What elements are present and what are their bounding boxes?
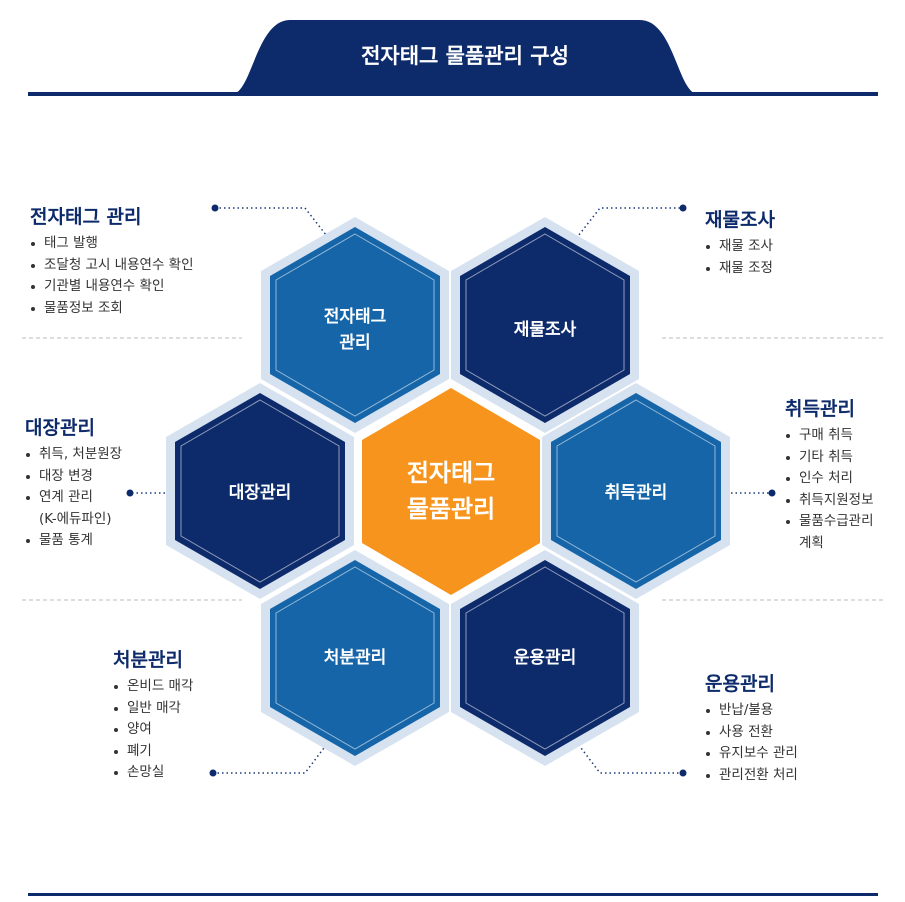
hex-acquisition (542, 383, 730, 599)
panel-disposal-item: 폐기 (113, 741, 193, 763)
panel-inspection: 재물조사 재물 조사 재물 조정 (705, 205, 775, 279)
panel-disposal-list: 온비드 매각 일반 매각 양여 폐기 손망실 (113, 676, 193, 784)
panel-inspection-list: 재물 조사 재물 조정 (705, 236, 775, 279)
panel-disposal-item: 손망실 (113, 762, 193, 784)
connector-inspection (574, 207, 680, 241)
page-title: 전자태그 물품관리 구성 (361, 44, 569, 68)
panel-rfid-list: 태그 발행 조달청 고시 내용연수 확인 기관별 내용연수 확인 물품정보 조회 (30, 233, 194, 319)
panel-operation-item: 사용 전환 (705, 722, 798, 744)
hex-label-acquisition: 취득관리 (604, 483, 668, 503)
hex-label-center: 전자태그 물품관리 (406, 459, 496, 523)
panel-disposal-item: 양여 (113, 719, 193, 741)
connector-dot-disposal (209, 769, 217, 777)
panel-inspection-item: 재물 조사 (705, 236, 775, 258)
panel-operation-title: 운용관리 (705, 673, 775, 695)
panel-acquisition: 취득관리 구매 취득 기타 취득 인수 처리 취득지원정보 물품수급관리 계획 (785, 394, 874, 554)
panel-ledger-item: 대장 변경 (25, 466, 122, 488)
panel-operation-item: 반납/불용 (705, 700, 798, 722)
panel-ledger-item: (K-에듀파인) (39, 510, 112, 527)
connector-dot-acquisition (768, 489, 776, 497)
connector-dot-rfid (211, 204, 219, 212)
panel-rfid-item: 조달청 고시 내용연수 확인 (30, 255, 194, 277)
panel-operation: 운용관리 반납/불용 사용 전환 유지보수 관리 관리전환 처리 (705, 669, 798, 786)
connector-disposal (213, 739, 331, 774)
panel-ledger-item: 연계 관리 (25, 487, 122, 509)
panel-ledger: 대장관리 취득, 처분원장 대장 변경 연계 관리 (K-에듀파인) 물품 통계 (25, 413, 122, 552)
header-rule (28, 92, 878, 96)
panel-acquisition-item: 인수 처리 (785, 468, 874, 490)
panel-acquisition-list: 구매 취득 기타 취득 인수 처리 취득지원정보 물품수급관리 계획 (785, 425, 874, 554)
hex-rfid (261, 217, 449, 433)
panel-rfid-item: 물품정보 조회 (30, 298, 194, 320)
panel-rfid-item: 기관별 내용연수 확인 (30, 276, 194, 298)
panel-inspection-title: 재물조사 (705, 209, 775, 231)
panel-inspection-item: 재물 조정 (705, 258, 775, 280)
connector-dot-inspection (679, 204, 687, 212)
hex-operation (451, 550, 639, 766)
panel-rfid-title: 전자태그 관리 (30, 206, 142, 228)
hex-label-operation: 운용관리 (513, 648, 577, 668)
panel-ledger-item: 물품 통계 (25, 530, 122, 552)
panel-operation-item: 유지보수 관리 (705, 743, 798, 765)
panel-acquisition-title: 취득관리 (785, 398, 855, 420)
panel-operation-list: 반납/불용 사용 전환 유지보수 관리 관리전환 처리 (705, 700, 798, 786)
hex-center (362, 388, 540, 595)
panel-disposal-item: 일반 매각 (113, 698, 193, 720)
footer-rule (28, 893, 878, 896)
connector-dot-operation (679, 769, 687, 777)
hex-label-inspection: 재물조사 (513, 320, 577, 340)
panel-acquisition-item: 계획 (799, 534, 824, 551)
panel-ledger-item: 취득, 처분원장 (25, 444, 122, 466)
panel-operation-item: 관리전환 처리 (705, 765, 798, 787)
panel-disposal-item: 온비드 매각 (113, 676, 193, 698)
panel-ledger-list: 취득, 처분원장 대장 변경 연계 관리 (K-에듀파인) 물품 통계 (25, 444, 122, 552)
hex-label-rfid: 전자태그 관리 (323, 307, 387, 353)
panel-ledger-title: 대장관리 (25, 417, 95, 439)
connector-dot-ledger (126, 489, 134, 497)
panel-acquisition-item: 취득지원정보 (785, 490, 874, 512)
header-tab (232, 20, 698, 94)
hex-inspection (451, 217, 639, 433)
hex-label-disposal: 처분관리 (323, 648, 387, 668)
panel-rfid: 전자태그 관리 태그 발행 조달청 고시 내용연수 확인 기관별 내용연수 확인… (30, 202, 194, 319)
panel-acquisition-item: 기타 취득 (785, 447, 874, 469)
panel-acquisition-item: 물품수급관리 (785, 511, 874, 533)
panel-acquisition-item: 구매 취득 (785, 425, 874, 447)
panel-disposal-title: 처분관리 (113, 649, 183, 671)
hex-label-ledger: 대장관리 (228, 483, 292, 503)
panel-rfid-item: 태그 발행 (30, 233, 194, 255)
hex-ledger (166, 383, 354, 599)
panel-disposal: 처분관리 온비드 매각 일반 매각 양여 폐기 손망실 (113, 645, 193, 784)
connector-rfid (215, 207, 331, 241)
hex-disposal (261, 550, 449, 766)
connector-operation (574, 739, 683, 774)
